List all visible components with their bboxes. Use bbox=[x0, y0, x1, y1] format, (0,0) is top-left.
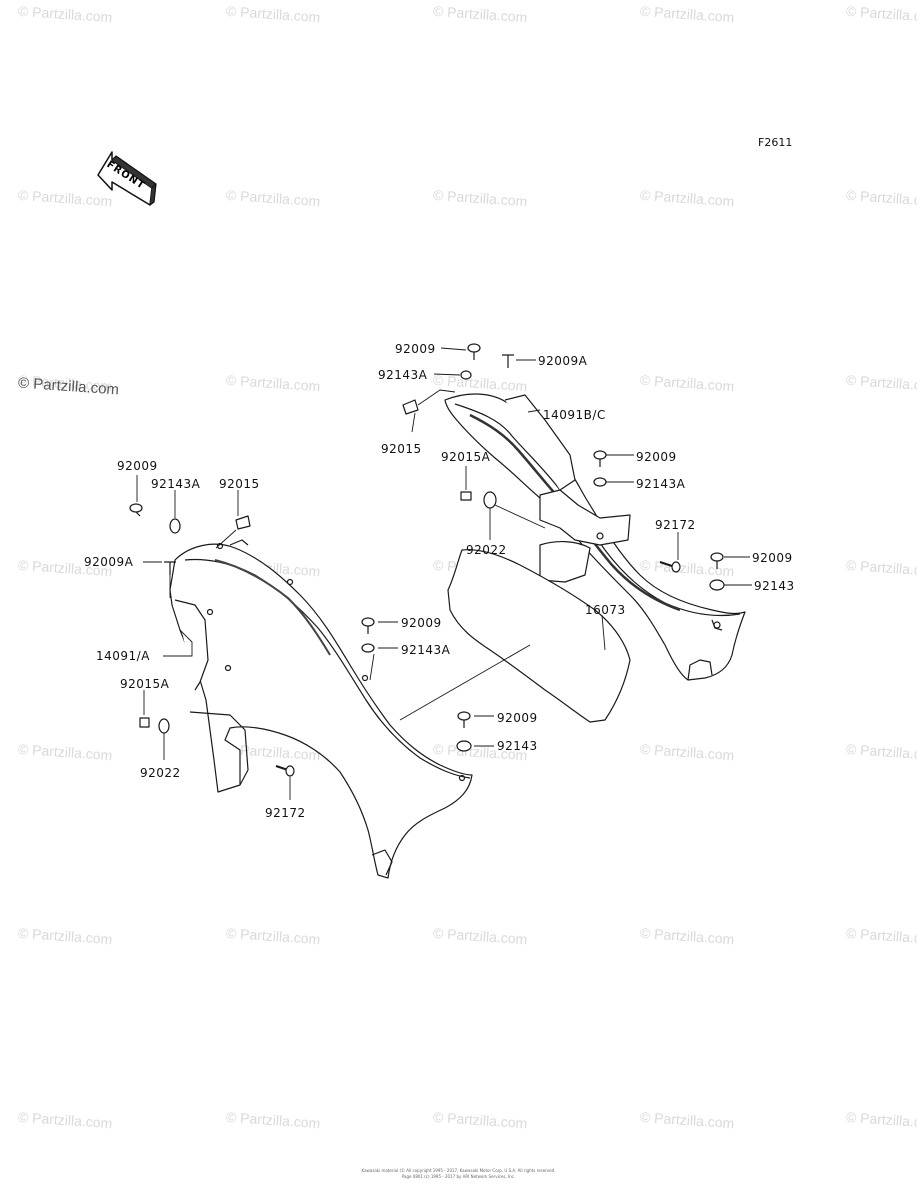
part-label-92172: 92172 bbox=[655, 518, 696, 532]
left-side-cover-14091a bbox=[169, 539, 473, 879]
part-label-92143: 92143 bbox=[754, 579, 795, 593]
part-label-92172: 92172 bbox=[265, 806, 306, 820]
part-label-14091bc: 14091B/C bbox=[543, 408, 606, 422]
copyright-line-1: Kawasaki material (© All copyright 1995 … bbox=[361, 1168, 556, 1173]
part-label-92022: 92022 bbox=[466, 543, 507, 557]
part-label-92143: 92143 bbox=[497, 739, 538, 753]
part-label-92009: 92009 bbox=[497, 711, 538, 725]
copyright-footer: Kawasaki material (© All copyright 1995 … bbox=[0, 1168, 917, 1180]
fasteners-left bbox=[129, 503, 472, 777]
figure-code: F2611 bbox=[758, 136, 793, 149]
part-label-92015: 92015 bbox=[381, 442, 422, 456]
part-label-92015a: 92015A bbox=[441, 450, 491, 464]
part-label-92143a: 92143A bbox=[378, 368, 428, 382]
part-label-92009a: 92009A bbox=[84, 555, 134, 569]
part-label-92022: 92022 bbox=[140, 766, 181, 780]
part-label-92009: 92009 bbox=[752, 551, 793, 565]
fasteners-right bbox=[402, 343, 725, 591]
part-label-16073: 16073 bbox=[585, 603, 626, 617]
leader-lines bbox=[136, 347, 752, 800]
right-side-cover-14091bc bbox=[444, 393, 746, 681]
part-label-92009: 92009 bbox=[636, 450, 677, 464]
part-label-92009: 92009 bbox=[395, 342, 436, 356]
part-label-14091a: 14091/A bbox=[96, 649, 150, 663]
part-label-92015a: 92015A bbox=[120, 677, 170, 691]
part-label-92015: 92015 bbox=[219, 477, 260, 491]
part-label-92009a: 92009A bbox=[538, 354, 588, 368]
part-label-92143a: 92143A bbox=[151, 477, 201, 491]
part-label-92143a: 92143A bbox=[636, 477, 686, 491]
part-label-92143a: 92143A bbox=[401, 643, 451, 657]
part-label-92009: 92009 bbox=[117, 459, 158, 473]
front-arrow-icon bbox=[97, 151, 157, 206]
copyright-line-2: Page 0801 (c) 1995 - 2017 by ARI Network… bbox=[401, 1174, 516, 1179]
part-label-92009: 92009 bbox=[401, 616, 442, 630]
panel-16073 bbox=[447, 549, 631, 723]
